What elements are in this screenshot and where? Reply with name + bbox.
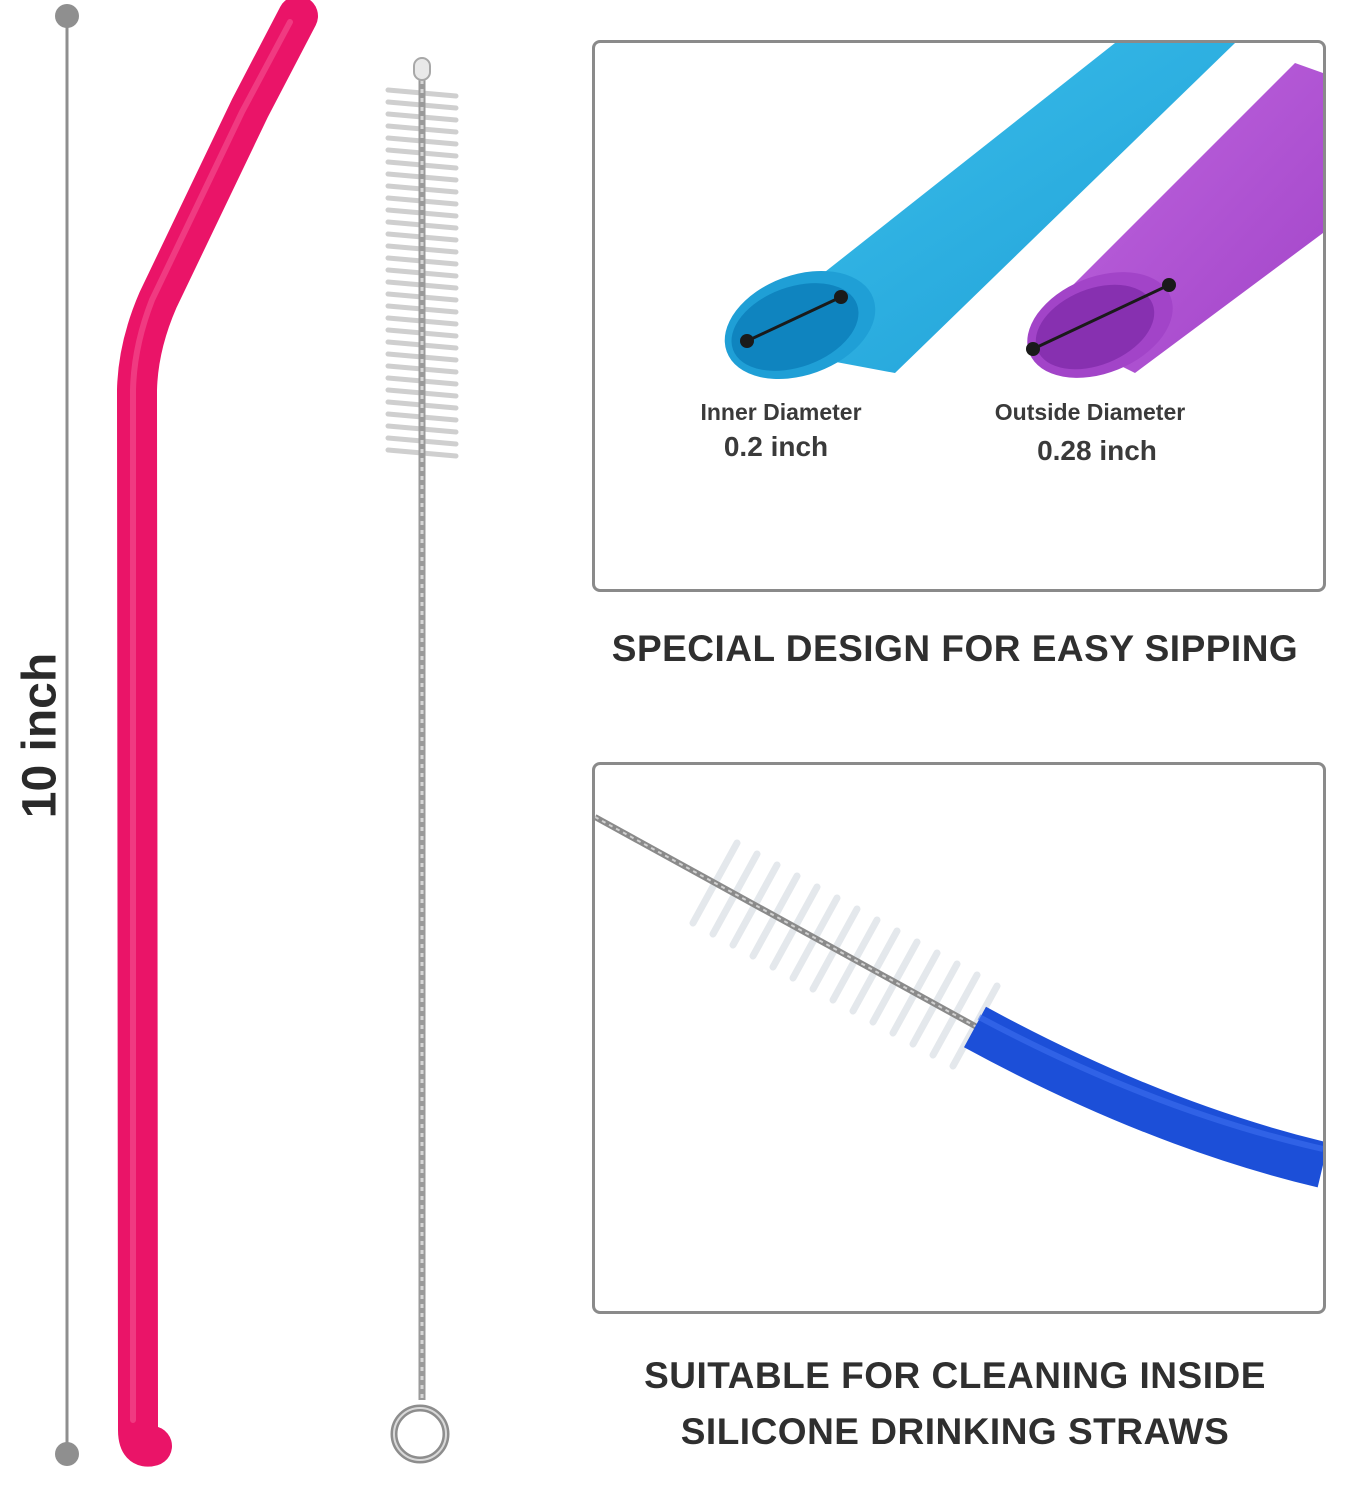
cleaning-brush-image [385, 57, 459, 1464]
diameter-closeup-panel: Inner Diameter 0.2 inch Outside Diameter… [592, 40, 1326, 592]
inner-diameter-value: 0.2 inch [723, 431, 829, 462]
outside-diameter-label: Outside Diameter [994, 399, 1186, 425]
brush-in-straw-image [595, 814, 1323, 1188]
cleaning-caption: SUITABLE FOR CLEANING INSIDE SILICONE DR… [560, 1348, 1350, 1460]
outside-diameter-value: 0.28 inch [1037, 435, 1157, 466]
brush-cleaning-panel [592, 762, 1326, 1314]
cleaning-caption-line1: SUITABLE FOR CLEANING INSIDE [644, 1355, 1266, 1396]
cleaning-caption-line2: SILICONE DRINKING STRAWS [680, 1411, 1230, 1452]
straw-ends-image [724, 43, 1323, 380]
special-design-caption: SPECIAL DESIGN FOR EASY SIPPING [611, 628, 1299, 669]
height-label: 10 inch [13, 652, 67, 819]
inner-diameter-label: Inner Diameter [700, 399, 862, 425]
pink-straw-image [117, 0, 318, 1467]
height-dimension-line [55, 4, 79, 1466]
